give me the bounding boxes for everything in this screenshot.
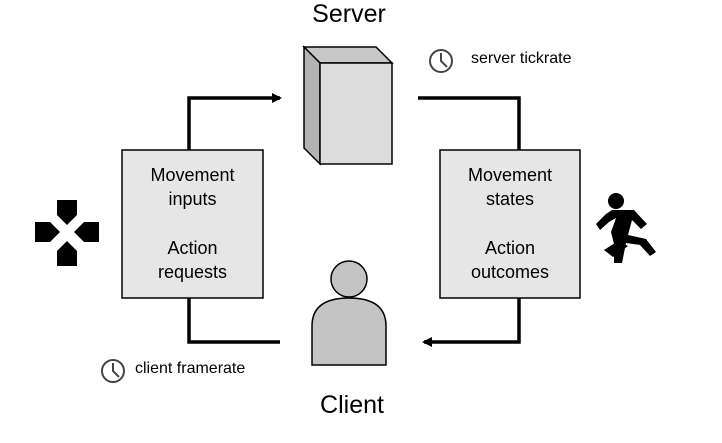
- line-server-to-right-box: [418, 96, 521, 150]
- dpad-icon: [35, 200, 99, 266]
- clock-icon: [429, 49, 453, 73]
- right-box-text: Movement states Action outcomes: [440, 163, 580, 284]
- left-box: [121, 149, 264, 299]
- left-box-text: Movement inputs Action requests: [122, 163, 263, 284]
- right-box-line-3: Action: [484, 238, 536, 258]
- server-tickrate-label: server tickrate: [471, 50, 572, 67]
- arrow-left-box-to-server: [187, 93, 282, 150]
- running-person-icon: [596, 193, 656, 263]
- right-box: [439, 149, 581, 299]
- client-label: Client: [320, 391, 384, 419]
- user-icon: [311, 260, 387, 366]
- left-box-line-3: Action: [167, 238, 218, 258]
- left-box-line-4: requests: [157, 262, 228, 282]
- left-box-line-1: Movement: [150, 165, 235, 185]
- clock-icon: [101, 359, 125, 383]
- right-box-line-2: states: [485, 189, 535, 209]
- line-client-to-left-box: [187, 298, 280, 344]
- right-box-line-1: Movement: [467, 165, 553, 185]
- server-box-icon: [302, 45, 394, 166]
- left-box-line-2: inputs: [168, 189, 217, 209]
- arrow-right-box-to-client: [422, 298, 521, 347]
- client-framerate-label: client framerate: [135, 360, 246, 377]
- right-box-line-4: outcomes: [470, 262, 550, 282]
- server-label: Server: [312, 0, 386, 28]
